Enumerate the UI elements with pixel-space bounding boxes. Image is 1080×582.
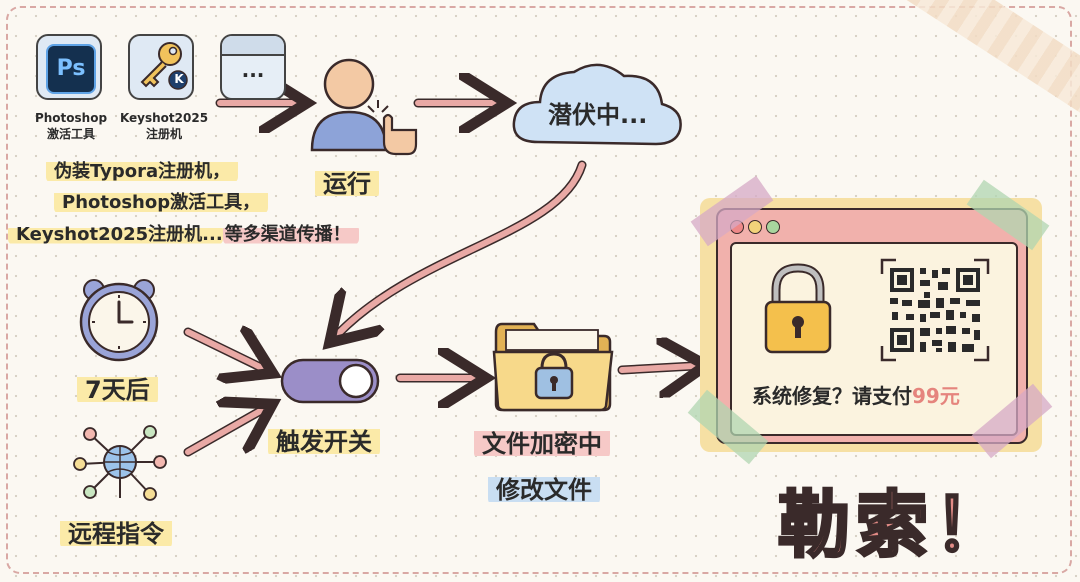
ransom-amount: 99元 (912, 384, 960, 408)
spread-line-2: Photoshop激活工具， (54, 188, 269, 214)
run-label: 运行 (315, 164, 379, 199)
modify-label: 修改文件 (488, 470, 600, 505)
switch-label: 触发开关 (268, 422, 380, 457)
ransom-message-text: 系统修复？请支付 (752, 384, 912, 408)
more-apps-icon: ... (220, 34, 286, 100)
keyshot-label-line2: 注册机 (145, 127, 182, 141)
clock-icon (79, 279, 159, 362)
keyshot-label-line1: Keyshot2025 (119, 111, 209, 125)
spread-line-3: Keyshot2025注册机...等多渠道传播！ (8, 220, 359, 246)
window-titlebar (222, 36, 284, 56)
ellipsis-icon: ... (241, 58, 265, 82)
toggle-switch-icon (280, 358, 380, 404)
window-dot-yellow (748, 220, 762, 234)
network-icon (73, 425, 167, 501)
window-dot-green (766, 220, 780, 234)
spread-line-1: 伪装Typora注册机， (46, 157, 239, 183)
photoshop-app-icon: Ps (36, 34, 102, 100)
ransom-message: 系统修复？请支付99元 (752, 380, 960, 409)
encrypt-label: 文件加密中 (474, 424, 610, 459)
user-click-icon (310, 58, 418, 156)
cloud-label: 潜伏中... (548, 101, 648, 129)
ransom-title: 勒索！ (776, 482, 1013, 569)
keyshot-app-icon: K (128, 34, 194, 100)
remote-label: 远程指令 (60, 514, 172, 549)
photoshop-label-line1: Photoshop (34, 111, 108, 125)
dashed-frame (6, 6, 1072, 574)
qr-code-icon (880, 258, 990, 362)
timer-label: 7天后 (77, 370, 158, 405)
photoshop-label-line2: 激活工具 (46, 127, 95, 141)
keyshot-label: Keyshot2025 注册机 (116, 110, 212, 142)
spread-line-3-part1: Keyshot2025注册机... (8, 224, 223, 245)
photoshop-icon: Ps (46, 44, 96, 94)
locked-folder-icon (492, 322, 614, 412)
spread-line-3-part2: 等多渠道传播！ (222, 224, 359, 245)
padlock-icon (764, 263, 832, 354)
keyshot-k-badge: K (174, 72, 184, 86)
photoshop-label: Photoshop 激活工具 (28, 110, 114, 142)
key-icon (140, 42, 188, 90)
cloud-icon (512, 63, 682, 146)
